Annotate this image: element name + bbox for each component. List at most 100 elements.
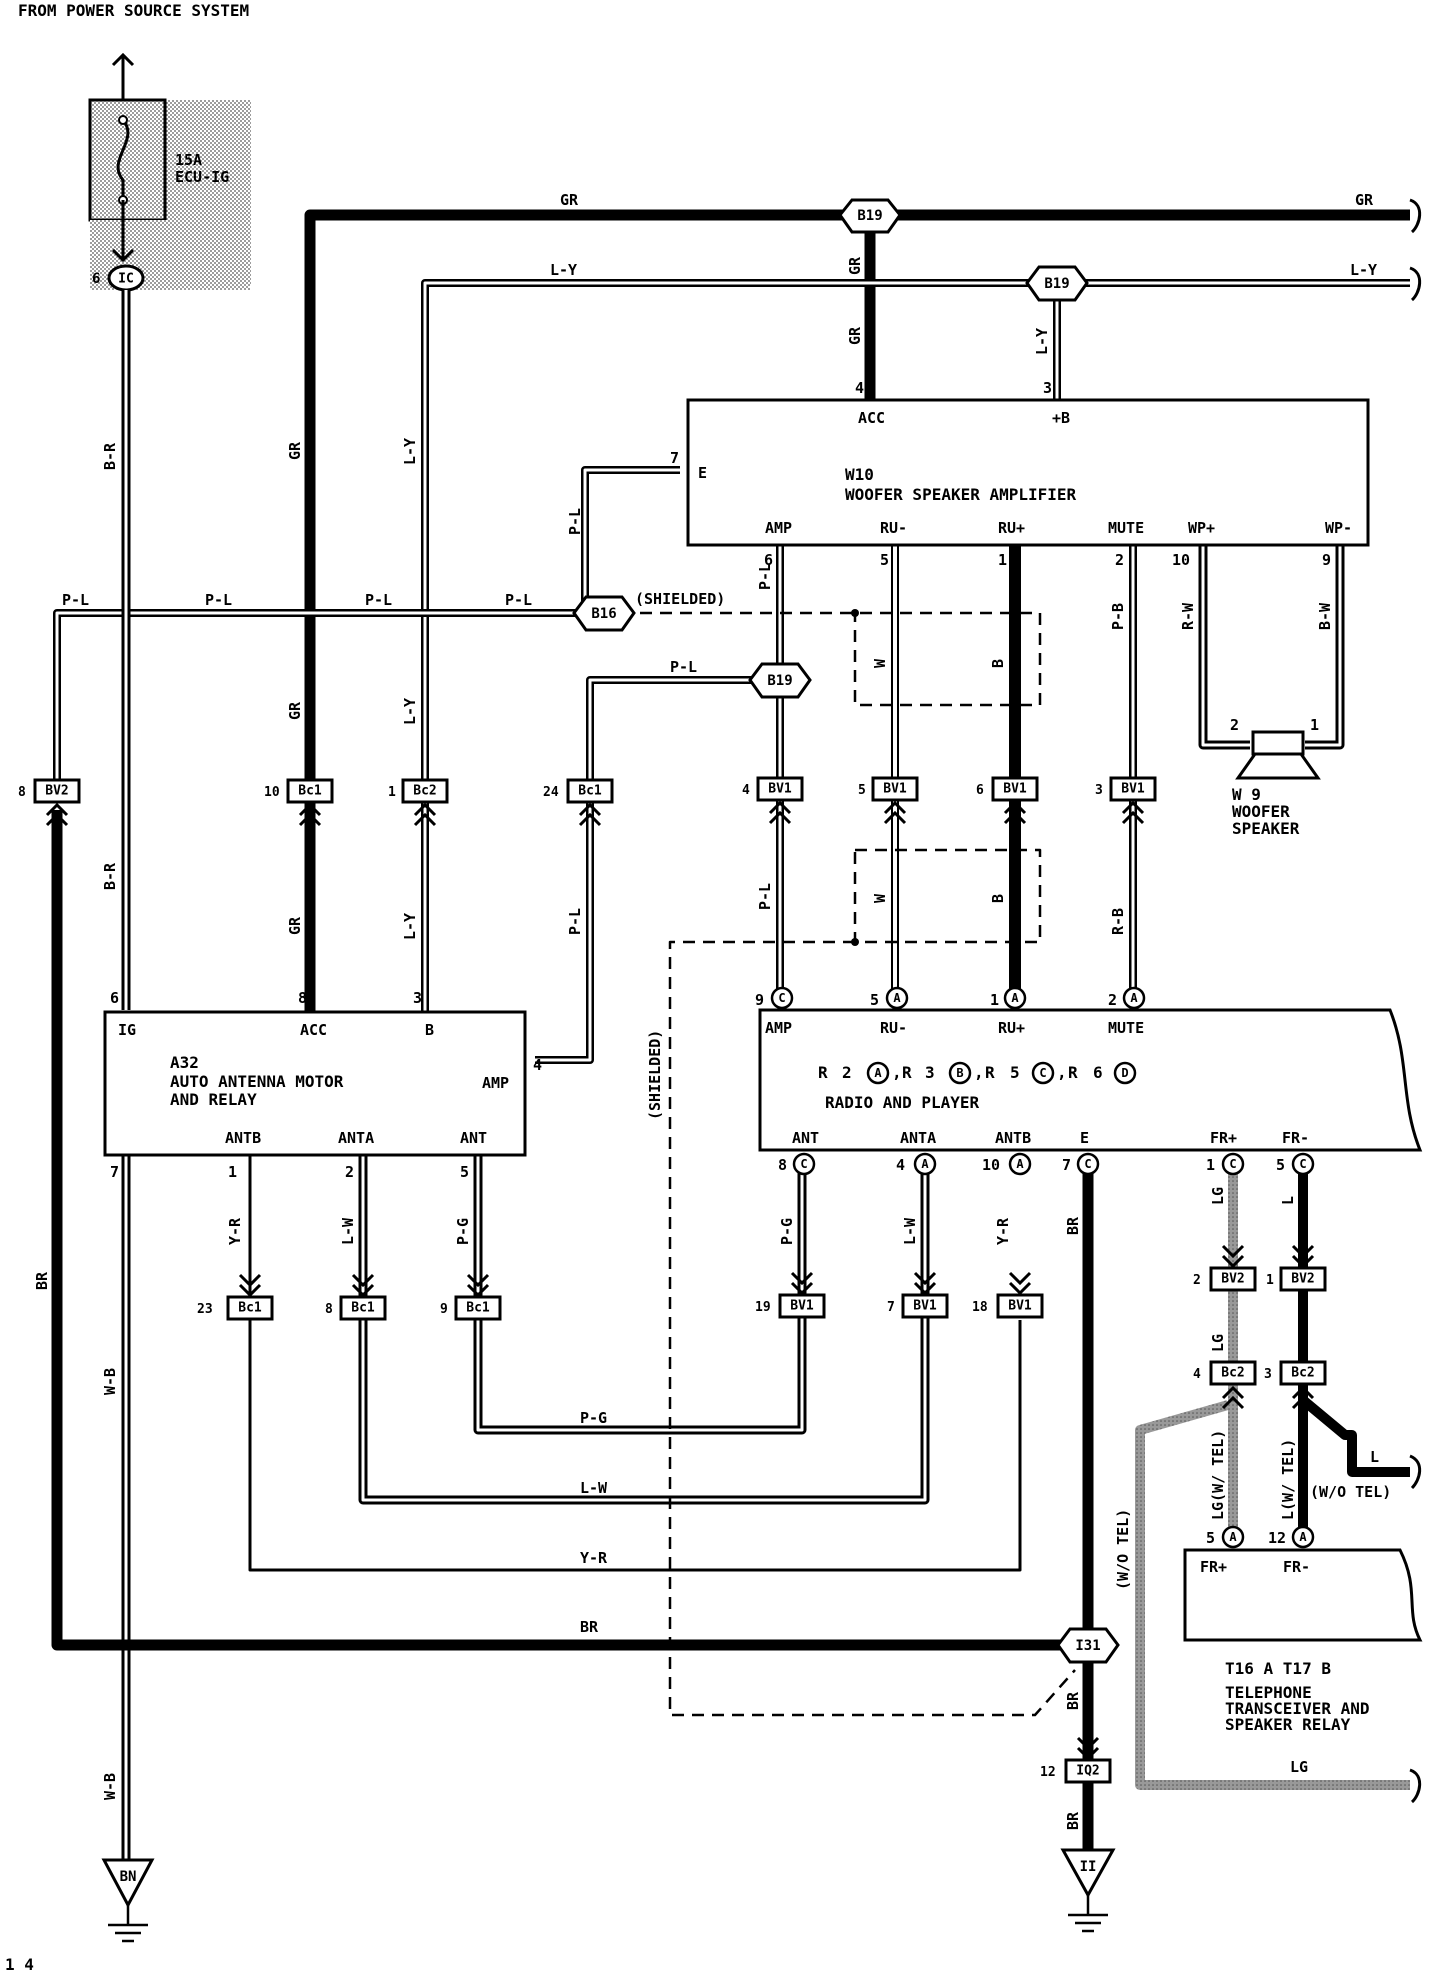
- svg-text:2: 2: [1115, 551, 1124, 569]
- svg-text:1: 1: [990, 991, 999, 1009]
- svg-text:L-W: L-W: [580, 1479, 608, 1497]
- svg-text:A: A: [921, 1157, 929, 1171]
- svg-text:1: 1: [1266, 1273, 1274, 1288]
- svg-text:B: B: [425, 1021, 434, 1039]
- grounds: BN II: [101, 1848, 1116, 1943]
- svg-text:Bc2: Bc2: [1291, 1366, 1314, 1381]
- connector-bc1-antb: Bc1 23: [197, 1295, 274, 1321]
- svg-text:4: 4: [533, 1056, 542, 1074]
- radio-codes: R 2 A , R 3 B , R 5 C , R 6 D: [818, 1061, 1137, 1085]
- svg-text:P-L: P-L: [566, 908, 584, 935]
- svg-text:I31: I31: [1075, 1638, 1100, 1654]
- connector-bv1-antb: BV1 18: [972, 1293, 1044, 1319]
- svg-text:C: C: [778, 991, 785, 1005]
- connector-bv1-amp: BV1 4: [742, 776, 804, 802]
- svg-text:GR: GR: [846, 326, 864, 345]
- svg-text:3: 3: [413, 989, 422, 1007]
- svg-text:AMP: AMP: [482, 1074, 509, 1092]
- svg-text:P-L: P-L: [756, 563, 774, 590]
- wires: [51, 209, 1410, 1860]
- svg-text:5: 5: [880, 551, 889, 569]
- svg-text:2: 2: [1230, 716, 1239, 734]
- connector-bc2-ly: Bc2 1: [388, 778, 449, 804]
- svg-text:GR: GR: [846, 256, 864, 275]
- antenna-module: 6 IG 8 ACC 3 B 4 AMP A32 AUTO ANTENNA MO…: [103, 989, 542, 1181]
- svg-text:9: 9: [755, 991, 764, 1009]
- svg-text:6: 6: [976, 783, 984, 798]
- svg-text:B19: B19: [857, 208, 882, 224]
- svg-text:P-G: P-G: [778, 1218, 796, 1245]
- svg-text:L-Y: L-Y: [401, 698, 419, 725]
- wire-label-br-bottom: BR: [580, 1618, 599, 1636]
- antenna-code: A32: [170, 1053, 199, 1072]
- shielded-label-h: (SHIELDED): [635, 590, 725, 608]
- svg-text:5: 5: [1206, 1529, 1215, 1547]
- connector-bv1-ant: BV1 19: [755, 1293, 826, 1319]
- connector-bv1-rum: BV1 5: [858, 776, 919, 802]
- svg-text:Bc1: Bc1: [298, 784, 322, 799]
- connector-bv2-frm: BV2 1: [1266, 1266, 1327, 1292]
- svg-text:L-W: L-W: [901, 1217, 919, 1245]
- wire-labels: GR GR L-Y L-Y P-L P-L P-L P-L P-L BR Y-R…: [33, 191, 1391, 1830]
- svg-text:RU+: RU+: [998, 1019, 1025, 1037]
- svg-text:MUTE: MUTE: [1108, 1019, 1144, 1037]
- fuse-icon: [116, 119, 130, 200]
- ground-bn: BN: [101, 1858, 155, 1943]
- svg-text:P-L: P-L: [566, 508, 584, 535]
- svg-text:1: 1: [228, 1163, 237, 1181]
- svg-text:6: 6: [92, 271, 100, 287]
- connector-bv2-left: BV2 8: [18, 778, 81, 804]
- svg-text:8: 8: [778, 1156, 787, 1174]
- svg-text:BV1: BV1: [913, 1299, 937, 1314]
- svg-text:B: B: [989, 894, 1007, 903]
- svg-text:L(W/ TEL): L(W/ TEL): [1279, 1439, 1297, 1520]
- svg-text:B16: B16: [591, 606, 616, 622]
- svg-text:Bc1: Bc1: [238, 1301, 262, 1316]
- svg-text:7: 7: [1062, 1156, 1071, 1174]
- svg-text:23: 23: [197, 1302, 213, 1317]
- svg-text:GR: GR: [286, 441, 304, 460]
- svg-text:8: 8: [18, 785, 26, 800]
- connector-bc1-gr: Bc1 10: [264, 778, 334, 804]
- svg-text:A: A: [1130, 991, 1138, 1005]
- svg-text:R-B: R-B: [1109, 908, 1127, 935]
- svg-text:7: 7: [887, 1300, 895, 1315]
- telephone-code: T16 A T17 B: [1225, 1659, 1331, 1678]
- svg-text:2: 2: [345, 1163, 354, 1181]
- svg-text:IQ2: IQ2: [1076, 1764, 1099, 1779]
- svg-text:W-B: W-B: [101, 1773, 119, 1800]
- telephone-unit: FR+ FR- 5 A 12 A T16 A T17 B TELEPHONE T…: [1183, 1525, 1423, 1734]
- svg-text:BV1: BV1: [790, 1299, 814, 1314]
- svg-text:IG: IG: [118, 1021, 136, 1039]
- amplifier-code: W10: [845, 465, 874, 484]
- svg-text:2: 2: [1108, 991, 1117, 1009]
- svg-text:4: 4: [742, 783, 750, 798]
- svg-text:Y-R: Y-R: [994, 1217, 1012, 1245]
- svg-text:24: 24: [543, 785, 559, 800]
- svg-text:B19: B19: [767, 673, 792, 689]
- svg-text:A: A: [1011, 991, 1019, 1005]
- svg-text:ANTA: ANTA: [900, 1129, 936, 1147]
- svg-text:P-B: P-B: [1109, 603, 1127, 630]
- svg-text:E: E: [1080, 1129, 1089, 1147]
- svg-text:3: 3: [925, 1063, 935, 1082]
- svg-text:BR: BR: [1064, 1691, 1082, 1710]
- svg-text:R: R: [1068, 1063, 1078, 1082]
- svg-text:Bc1: Bc1: [466, 1301, 490, 1316]
- page-marker: 1 4: [5, 1955, 34, 1974]
- svg-text:BV1: BV1: [1121, 782, 1145, 797]
- wire-label-gr-top: GR: [560, 191, 579, 209]
- junction-i31: I31: [1056, 1627, 1120, 1664]
- svg-text:B19: B19: [1044, 276, 1069, 292]
- svg-text:5: 5: [870, 991, 879, 1009]
- svg-text:BV1: BV1: [1003, 782, 1027, 797]
- svg-text:19: 19: [755, 1300, 771, 1315]
- svg-text:ANT: ANT: [460, 1129, 487, 1147]
- svg-text:9: 9: [440, 1302, 448, 1317]
- svg-text:1: 1: [388, 785, 396, 800]
- speaker-icon: [1251, 730, 1305, 756]
- connector-bc1-ant: Bc1 9: [440, 1295, 502, 1321]
- svg-text:D: D: [1121, 1066, 1128, 1080]
- svg-text:WOOFER: WOOFER: [1232, 802, 1290, 821]
- svg-text:WP+: WP+: [1188, 519, 1215, 537]
